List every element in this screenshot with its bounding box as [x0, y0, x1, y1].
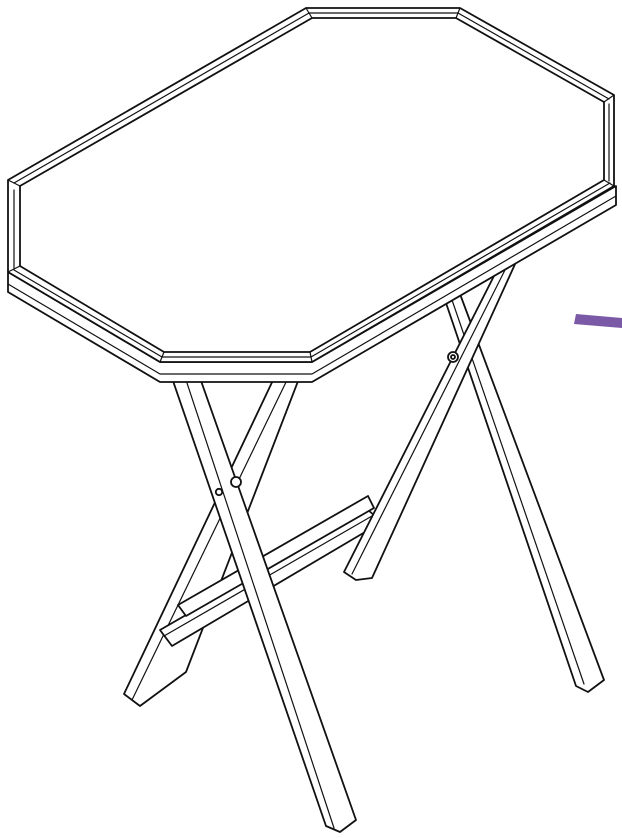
tray-top — [7, 7, 617, 383]
left-pivot-bolt — [230, 476, 242, 488]
left-hinge-bolt — [214, 487, 224, 497]
callout-arrow — [574, 314, 622, 328]
